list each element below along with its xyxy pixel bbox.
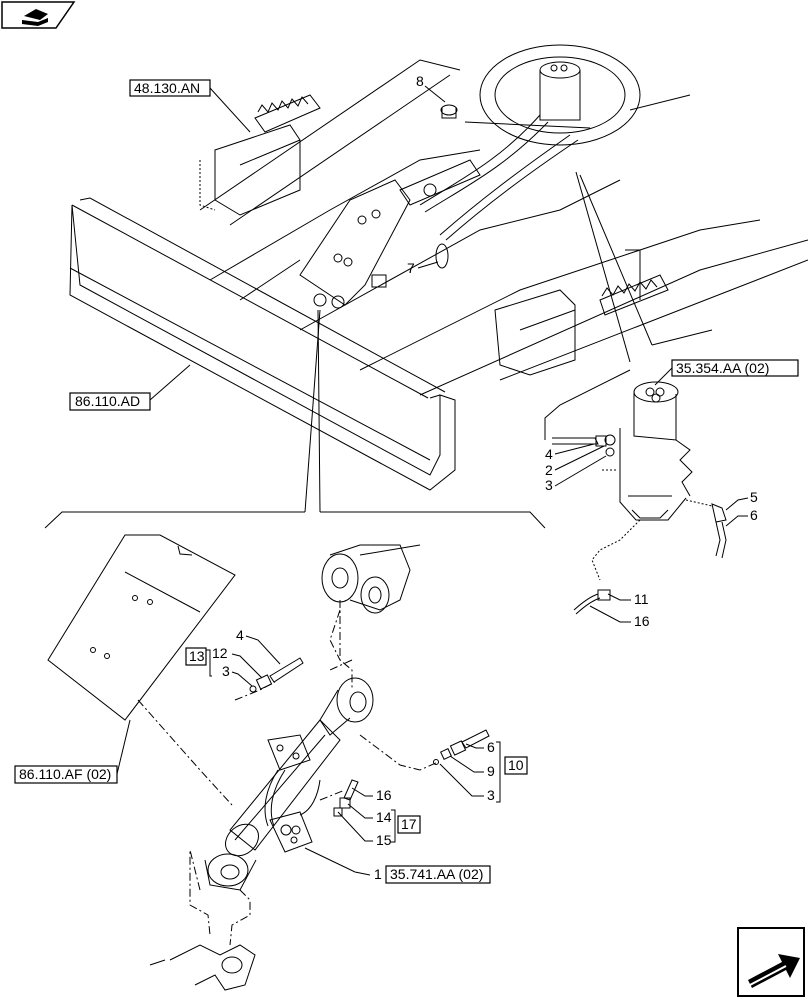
callout-3-group10: 3 <box>487 787 495 803</box>
book-hand-icon[interactable] <box>1 1 76 29</box>
cover-plate <box>47 534 236 721</box>
callout-16-top: 16 <box>634 613 650 629</box>
group-13-box[interactable]: 13 <box>185 647 207 666</box>
callout-9: 9 <box>487 763 495 779</box>
callout-2-top: 2 <box>545 462 553 478</box>
undercarriage-frame <box>69 44 808 491</box>
svg-text:48.130.AN: 48.130.AN <box>134 80 200 96</box>
svg-text:86.110.AD: 86.110.AD <box>75 393 140 409</box>
svg-text:35.354.AA (02): 35.354.AA (02) <box>676 360 769 376</box>
ref-86-110-af[interactable]: 86.110.AF (02) <box>14 765 118 784</box>
callout-8: 8 <box>416 73 424 89</box>
callout-14: 14 <box>376 809 392 825</box>
svg-text:17: 17 <box>401 816 417 832</box>
callout-6-group10: 6 <box>487 739 495 755</box>
group-10-box[interactable]: 10 <box>504 756 528 775</box>
callout-3-group13: 3 <box>222 663 230 679</box>
callout-16-group17: 16 <box>376 787 392 803</box>
callout-4-top: 4 <box>545 446 553 462</box>
ref-86-110-ad[interactable]: 86.110.AD <box>69 392 151 411</box>
hydraulic-cylinder <box>149 544 421 991</box>
svg-text:86.110.AF (02): 86.110.AF (02) <box>19 766 111 782</box>
callout-1: 1 <box>374 866 382 882</box>
ref-35-741-aa[interactable]: 35.741.AA (02) <box>385 865 491 884</box>
ref-48-130-an[interactable]: 48.130.AN <box>129 79 211 97</box>
svg-text:13: 13 <box>189 648 205 664</box>
callout-15: 15 <box>376 832 392 848</box>
svg-text:10: 10 <box>508 757 524 773</box>
group-17-box[interactable]: 17 <box>397 815 421 834</box>
callout-4-group13: 4 <box>236 627 244 643</box>
callout-7: 7 <box>407 260 415 276</box>
ref-35-354-aa[interactable]: 35.354.AA (02) <box>671 359 799 377</box>
callout-6-top: 6 <box>750 507 758 523</box>
callout-12: 12 <box>212 645 228 661</box>
next-page-arrow-icon[interactable] <box>737 927 805 997</box>
swivel-joint <box>591 381 713 581</box>
callout-11: 11 <box>634 591 649 607</box>
svg-text:35.741.AA (02): 35.741.AA (02) <box>390 866 483 882</box>
callout-5-top: 5 <box>750 489 758 505</box>
callout-3-top: 3 <box>545 477 553 493</box>
